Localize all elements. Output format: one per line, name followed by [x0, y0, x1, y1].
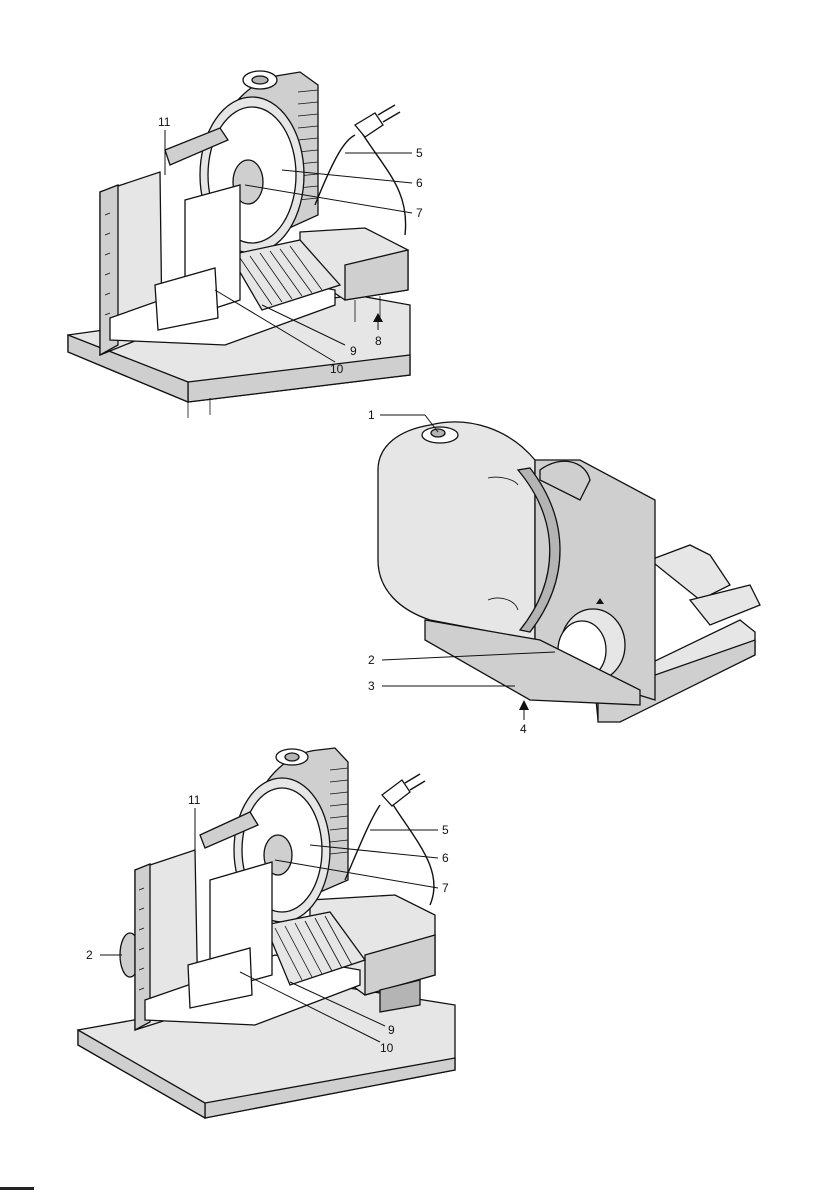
callout-6: 6 — [416, 176, 423, 190]
switch-button — [285, 753, 299, 761]
callout-11: 11 — [188, 793, 201, 807]
rear-carriage — [650, 545, 730, 600]
switch-button — [252, 76, 268, 84]
callout-5: 5 — [416, 146, 423, 160]
callout-7: 7 — [416, 206, 423, 220]
power-cord — [315, 130, 406, 235]
middle-slicer-figure: 1 2 3 4 — [368, 408, 760, 736]
callout-10: 10 — [330, 362, 344, 376]
callout-7: 7 — [442, 881, 449, 895]
callout-2: 2 — [368, 653, 375, 667]
callout-9: 9 — [350, 344, 357, 358]
plug-body — [382, 780, 410, 806]
callout-10: 10 — [380, 1041, 394, 1055]
power-cord — [345, 800, 434, 905]
callout-6: 6 — [442, 851, 449, 865]
top-slicer-figure: 11 5 6 7 8 9 10 — [68, 71, 423, 418]
plug-body — [355, 113, 383, 137]
switch-button — [431, 429, 445, 437]
page-footer-mark — [0, 1187, 34, 1190]
callout-9: 9 — [388, 1023, 395, 1037]
callout-8: 8 — [375, 334, 382, 348]
callout-1: 1 — [368, 408, 375, 422]
bottom-slicer-figure: 11 5 6 2 7 9 10 — [78, 748, 455, 1118]
callout-3: 3 — [368, 679, 375, 693]
callout-11: 11 — [158, 115, 171, 129]
callout-5: 5 — [442, 823, 449, 837]
callout-2: 2 — [86, 948, 93, 962]
housing-body — [378, 422, 535, 640]
callout-4: 4 — [520, 722, 527, 736]
